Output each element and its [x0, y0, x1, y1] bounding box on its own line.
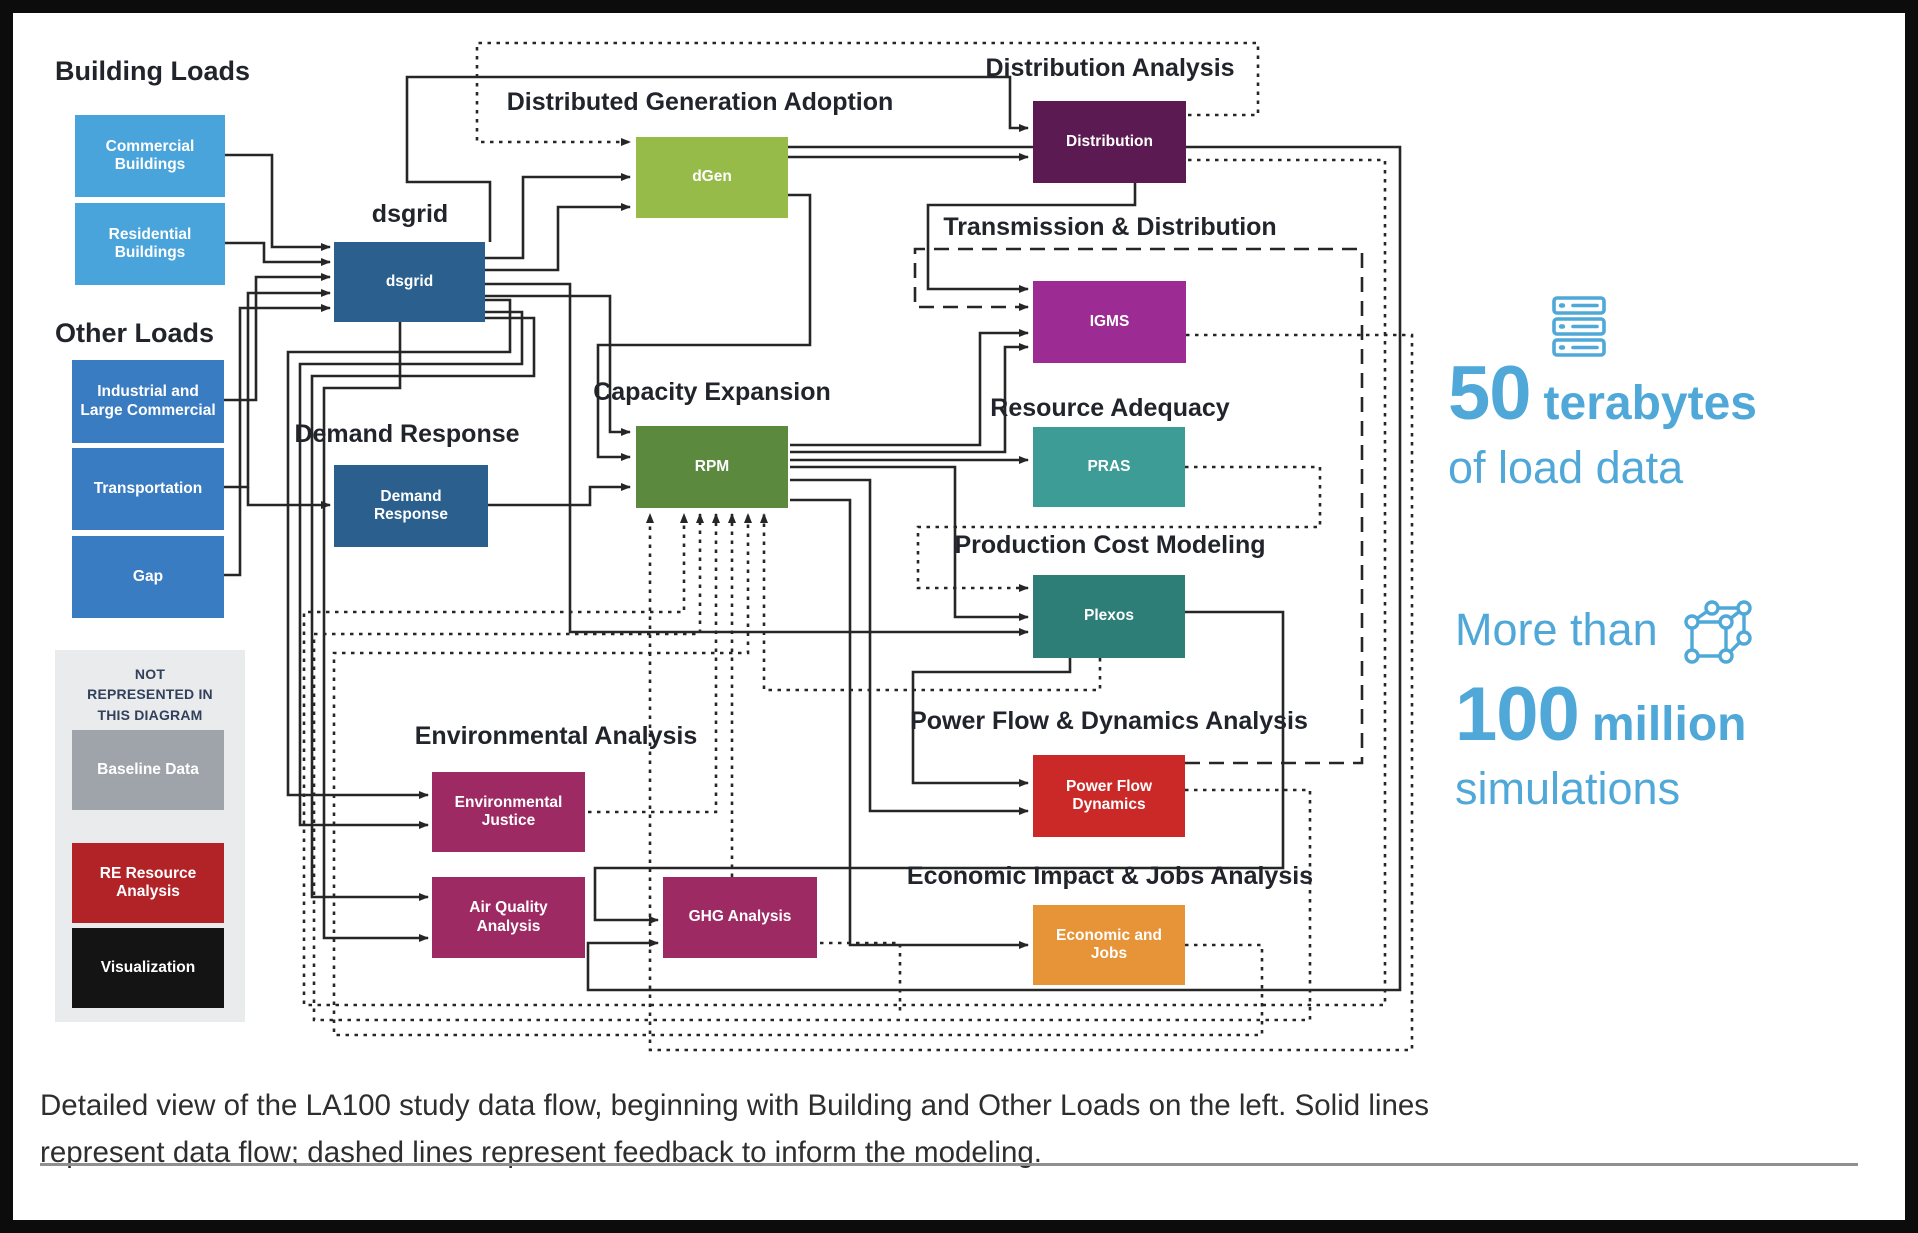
flow-edge-solid-15: [790, 329, 1029, 447]
flow-edge-dot-37: [820, 941, 902, 1016]
stat2-unit: million: [1591, 698, 1747, 751]
node-re-resource-analysis: RE Resource Analysis: [72, 843, 224, 923]
flow-edge-dot-29: [916, 465, 1322, 592]
server-icon: [1552, 296, 1606, 363]
node-demand-response: Demand Response: [334, 465, 488, 547]
flow-edge-solid-3: [224, 289, 331, 489]
flow-edge-solid-1: [224, 241, 331, 266]
node-dgen: dGen: [636, 137, 788, 218]
flow-edge-solid-21: [790, 478, 1029, 815]
header-other-loads: Other Loads: [55, 318, 215, 348]
flow-edge-solid-20: [911, 658, 1072, 787]
flow-edge-dot-33: [588, 513, 720, 814]
node-rpm: RPM: [636, 426, 788, 508]
header-production-cost-modeling: Production Cost Modeling: [954, 531, 1266, 559]
header-building-loads: Building Loads: [55, 56, 250, 86]
flow-edge-solid-7: [485, 203, 631, 272]
flow-edge-solid-14: [488, 483, 631, 507]
flow-edge-solid-12: [485, 294, 631, 436]
stat1-number: 50: [1448, 351, 1532, 436]
header-capacity-expansion: Capacity Expansion: [593, 378, 831, 406]
flow-edge-dot-28: [475, 41, 1260, 146]
node-air-quality-analysis: Air Quality Analysis: [432, 877, 585, 958]
stat2-line2: simulations: [1455, 763, 1681, 814]
flow-edge-dot-31: [312, 513, 1312, 1022]
flow-edge-solid-8: [405, 75, 1029, 242]
caption-divider: [40, 1163, 1858, 1166]
header-transmission-distribution: Transmission & Distribution: [943, 213, 1277, 241]
node-industrial-large-commercial: Industrial and Large Commercial: [72, 360, 224, 443]
node-power-flow-dynamics: Power Flow Dynamics: [1033, 755, 1185, 837]
header-distribution-analysis: Distribution Analysis: [985, 54, 1235, 82]
header-dsgrid: dsgrid: [371, 200, 449, 228]
flow-edge-solid-22: [790, 498, 1029, 949]
node-ghg-analysis: GHG Analysis: [663, 877, 817, 958]
stat1-line2: of load data: [1448, 442, 1684, 493]
stat-simulations: More than: [1455, 598, 1895, 815]
node-gap: Gap: [72, 536, 224, 618]
flow-edge-solid-16: [790, 343, 1029, 454]
node-pras: PRAS: [1033, 427, 1185, 507]
flow-edge-solid-23: [593, 610, 1285, 924]
flow-edge-solid-26: [310, 316, 536, 901]
node-environmental-justice: Environmental Justice: [432, 772, 585, 852]
header-demand-response: Demand Response: [294, 420, 520, 448]
flow-edge-dot-36: [646, 333, 1414, 1052]
network-cube-icon: [1674, 598, 1756, 673]
flow-edge-solid-18: [790, 465, 1029, 621]
stat2-number: 100: [1455, 672, 1580, 757]
flow-edge-dot-32: [332, 513, 1264, 1037]
node-economic-and-jobs: Economic and Jobs: [1033, 905, 1185, 985]
node-commercial-buildings: Commercial Buildings: [75, 115, 225, 197]
stat2-lead: More than: [1455, 604, 1658, 655]
flow-edge-dot-35: [760, 513, 1102, 692]
header-environmental-analysis: Environmental Analysis: [414, 722, 698, 750]
node-visualization: Visualization: [72, 928, 224, 1008]
node-igms: IGMS: [1033, 281, 1186, 363]
figure-caption: Detailed view of the LA100 study data fl…: [40, 1089, 1430, 1169]
node-plexos: Plexos: [1033, 575, 1185, 658]
flow-edge-solid-25: [298, 310, 524, 829]
flow-edge-solid-27: [322, 322, 429, 942]
node-baseline-data: Baseline Data: [72, 730, 224, 810]
stat1-unit: terabytes: [1543, 377, 1757, 430]
flow-edge-solid-5: [246, 487, 331, 509]
flow-edge-dash-38: [913, 247, 1364, 765]
flow-edge-solid-6: [485, 173, 631, 260]
header-resource-adequacy: Resource Adequacy: [990, 394, 1230, 422]
flow-edge-solid-10: [586, 145, 1402, 992]
header-distributed-generation-adoption: Distributed Generation Adoption: [506, 88, 894, 116]
header-economic-impact-jobs-analysis: Economic Impact & Jobs Analysis: [906, 862, 1314, 890]
flow-edge-solid-19: [485, 282, 1029, 636]
node-residential-buildings: Residential Buildings: [75, 203, 225, 285]
node-distribution: Distribution: [1033, 101, 1186, 183]
not-represented-label: NOT REPRESENTED IN THIS DIAGRAM: [87, 666, 213, 723]
flow-edge-solid-0: [224, 153, 331, 251]
flow-edge-solid-4: [224, 304, 331, 577]
header-power-flow-dynamics-analysis: Power Flow & Dynamics Analysis: [910, 707, 1308, 735]
node-dsgrid: dsgrid: [334, 242, 485, 322]
flow-edge-solid-13: [596, 193, 812, 461]
node-transportation: Transportation: [72, 448, 224, 530]
flow-edge-solid-11: [926, 183, 1137, 293]
stat-load-data: 50 terabytes of load data: [1448, 296, 1878, 494]
